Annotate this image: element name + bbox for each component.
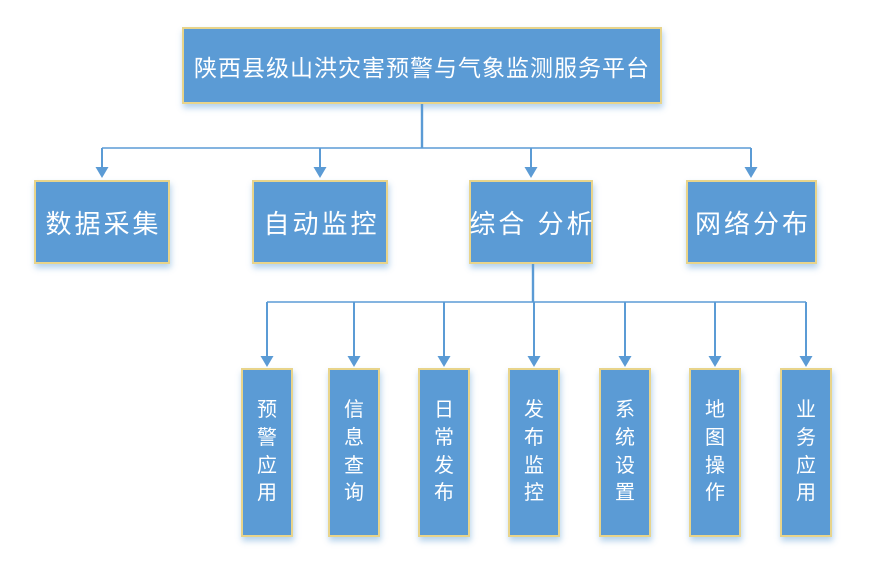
arrowhead [347,356,361,367]
node-label: 陕西县级山洪灾害预警与气象监测服务平台 [194,54,650,81]
node-label: 业务应用 [796,399,816,505]
node-root-platform: 陕西县级山洪灾害预警与气象监测服务平台 [182,27,662,104]
arrowhead [313,167,327,178]
node-data-collection: 数据采集 [34,180,170,264]
node-label: 信息查询 [344,399,364,505]
node-label: 发布监控 [524,399,544,505]
node-warning-application: 预警应用 [241,368,293,537]
node-label: 预警应用 [257,399,277,505]
node-comprehensive-analysis: 综合 分析 [469,180,593,264]
node-label: 系统设置 [615,399,635,505]
arrowhead [437,356,451,367]
node-release-monitoring: 发布监控 [508,368,560,537]
arrowhead [799,356,813,367]
arrowhead [95,167,109,178]
node-info-query: 信息查询 [328,368,380,537]
arrowhead [618,356,632,367]
node-map-operation: 地图操作 [689,368,741,537]
node-label: 自动监控 [263,208,380,239]
node-auto-monitoring: 自动监控 [252,180,388,264]
node-label: 综合 分析 [469,208,596,239]
node-label: 地图操作 [705,399,725,505]
analysis-to-level3-connector [260,262,813,367]
node-label: 日常发布 [434,399,454,505]
arrowhead [524,167,538,178]
root-to-level2-connector [95,104,758,178]
arrowhead [744,167,758,178]
node-system-settings: 系统设置 [599,368,651,537]
node-label: 数据采集 [45,208,162,239]
arrowhead [527,356,541,367]
node-label: 网络分布 [694,208,811,239]
node-business-application: 业务应用 [780,368,832,537]
node-daily-release: 日常发布 [418,368,470,537]
arrowhead [708,356,722,367]
node-network-distribution: 网络分布 [686,180,817,264]
arrowhead [260,356,274,367]
